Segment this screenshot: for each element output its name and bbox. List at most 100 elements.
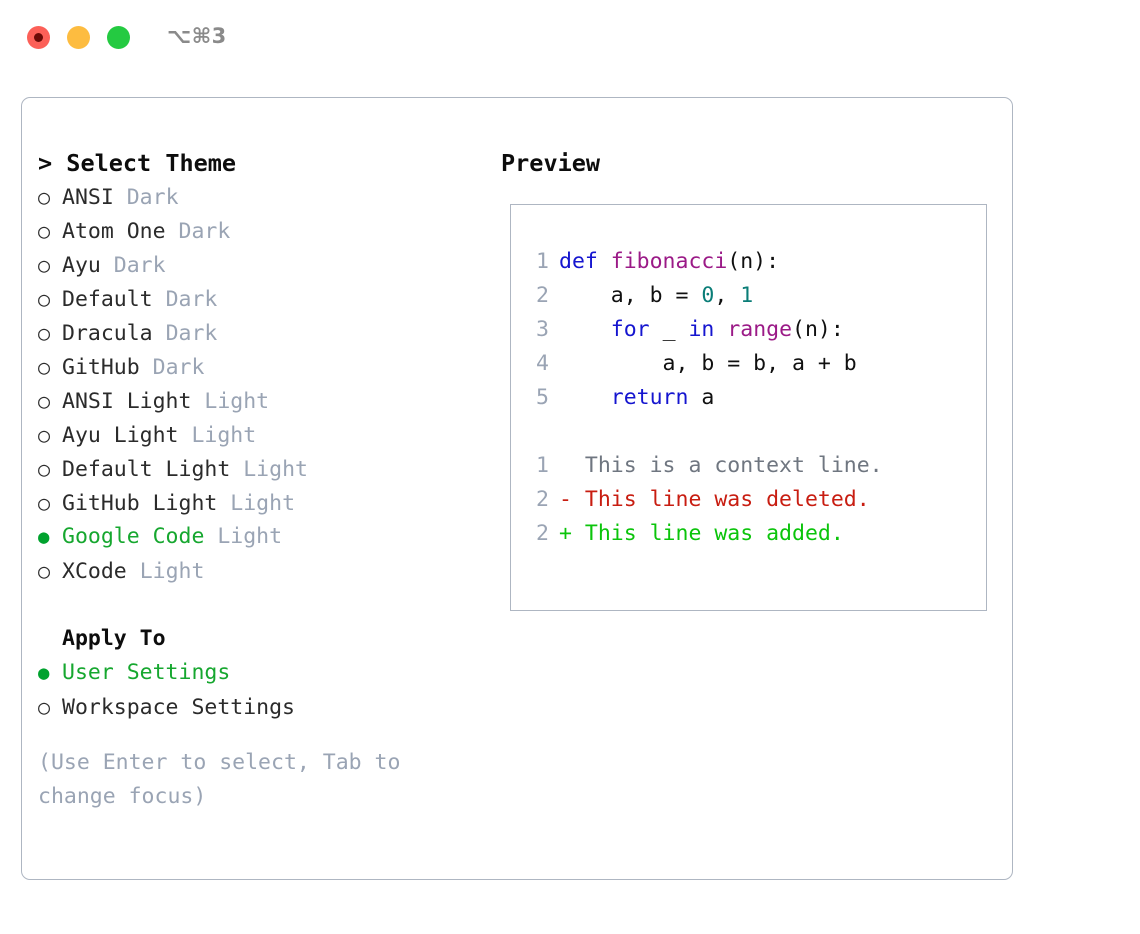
theme-option-kind-badge: Dark [178, 219, 231, 244]
code-token-kw: return [610, 385, 689, 410]
code-token-kw: def [559, 249, 611, 274]
radio-unselected-icon: ○ [38, 185, 51, 209]
code-token-plain: a, b = [559, 283, 702, 308]
theme-option-kind-badge: Dark [165, 287, 218, 312]
diff-line-add: 2+ This line was added. [523, 517, 982, 551]
diff-line-del: 2- This line was deleted. [523, 483, 982, 517]
code-token-plain: (n): [792, 317, 844, 342]
radio-unselected-icon: ○ [38, 389, 51, 413]
code-token-plain: a [688, 385, 715, 410]
code-token-fn: fibonacci [610, 249, 728, 274]
theme-option-name: XCode [62, 559, 127, 584]
theme-option-kind-badge: Light [204, 389, 270, 414]
code-token-kw: for [610, 317, 650, 342]
main-panel: > Select Theme ○ANSI Dark○Atom One Dark○… [21, 97, 1013, 880]
diff-line-number: 2 [536, 487, 549, 512]
code-line-number: 5 [536, 385, 549, 410]
theme-option-name: Google Code [62, 524, 205, 549]
apply-to-option-workspace-settings[interactable]: ○Workspace Settings [38, 690, 478, 724]
code-line: 3 for _ in range(n): [523, 313, 982, 347]
radio-unselected-icon: ○ [38, 457, 51, 481]
theme-option-kind-badge: Light [191, 423, 257, 448]
code-line-number: 4 [536, 351, 549, 376]
theme-option-kind-badge: Dark [152, 355, 205, 380]
theme-option-github-light[interactable]: ○ GitHub Light Light [38, 486, 478, 520]
code-line: 5 return a [523, 381, 982, 415]
theme-option-ayu-light[interactable]: ○ Ayu Light Light [38, 418, 478, 452]
theme-option-name: ANSI Light [62, 389, 192, 414]
theme-option-kind-badge: Dark [165, 321, 218, 346]
radio-unselected-icon: ○ [38, 253, 51, 277]
theme-option-name: Dracula [62, 321, 153, 346]
recording-indicator-icon [34, 33, 43, 42]
theme-option-default[interactable]: ○Default Dark [38, 282, 478, 316]
theme-option-kind-badge: Light [217, 524, 283, 549]
theme-option-default-light[interactable]: ○ Default Light Light [38, 452, 478, 486]
theme-picker-header: > Select Theme [38, 149, 237, 177]
code-token-fn: range [727, 317, 793, 342]
theme-option-kind-badge: Dark [113, 253, 166, 278]
diff-line-text: + This line was added. [559, 521, 844, 546]
radio-unselected-icon: ○ [38, 287, 51, 311]
theme-options-list: ○ANSI Dark○Atom One Dark○Ayu Dark○Defaul… [38, 180, 478, 588]
theme-option-google-code[interactable]: ● Google Code Light [38, 520, 478, 554]
theme-option-xcode[interactable]: ○ XCode Light [38, 554, 478, 588]
theme-option-ayu[interactable]: ○ Ayu Dark [38, 248, 478, 282]
code-token-num: 0 [701, 283, 715, 308]
radio-unselected-icon: ○ [38, 219, 51, 243]
theme-option-name: GitHub Light [62, 491, 218, 516]
radio-selected-icon: ● [38, 526, 50, 548]
theme-option-name: Default Light [62, 457, 231, 482]
code-token-plain [714, 317, 727, 342]
preview-header: Preview [501, 149, 601, 177]
theme-option-atom-one[interactable]: ○ Atom One Dark [38, 214, 478, 248]
code-line-number: 3 [536, 317, 549, 342]
code-token-plain: _ [649, 317, 689, 342]
theme-option-name: Atom One [62, 219, 166, 244]
theme-option-name: Ayu Light [62, 423, 179, 448]
radio-unselected-icon: ○ [38, 423, 51, 447]
theme-option-name: GitHub [62, 355, 140, 380]
theme-option-kind-badge: Light [243, 457, 308, 482]
theme-option-ansi[interactable]: ○ ANSI Dark [38, 180, 478, 214]
radio-unselected-icon: ○ [38, 321, 51, 345]
theme-option-ansi-light[interactable]: ○ ANSI Light Light [38, 384, 478, 418]
apply-to-option-user-settings[interactable]: ● User Settings [38, 656, 478, 690]
code-line: 4 a, b = b, a + b [523, 347, 982, 381]
code-line-number: 2 [536, 283, 549, 308]
diff-line-text: This is a context line. [559, 453, 883, 478]
theme-option-github[interactable]: ○GitHub Dark [38, 350, 478, 384]
diff-line-ctx: 1 This is a context line. [523, 449, 982, 483]
code-token-plain: , [714, 283, 741, 308]
title-bar: ⌥⌘3 [0, 0, 1140, 78]
apply-to-section: Apply To ●User Settings○Workspace Settin… [38, 622, 478, 724]
maximize-window-button[interactable] [107, 26, 130, 49]
apply-to-options-list: ● User Settings ○Workspace Settings [38, 656, 478, 724]
theme-option-dracula[interactable]: ○ Dracula Dark [38, 316, 478, 350]
code-token-plain [559, 385, 611, 410]
theme-option-kind-badge: Light [139, 559, 205, 584]
theme-option-name: ANSI [62, 185, 114, 210]
radio-unselected-icon: ○ [38, 559, 51, 583]
minimize-window-button[interactable] [67, 26, 90, 49]
code-token-num: 1 [740, 283, 754, 308]
theme-option-kind-badge: Dark [126, 185, 179, 210]
code-token-plain [559, 317, 611, 342]
code-token-kw: in [688, 317, 715, 342]
theme-option-kind-badge: Light [230, 491, 296, 516]
apply-to-option-name: User Settings [62, 660, 231, 685]
theme-picker: > Select Theme ○ANSI Dark○Atom One Dark○… [38, 146, 478, 724]
diff-sample-block: 1 This is a context line.2- This line wa… [523, 449, 982, 551]
diff-line-number: 1 [536, 453, 549, 478]
keyboard-shortcut-label: ⌥⌘3 [167, 24, 227, 48]
radio-selected-icon: ● [38, 662, 50, 684]
theme-option-name: Ayu [62, 253, 101, 278]
radio-unselected-icon: ○ [38, 491, 51, 515]
code-diff-separator [523, 415, 982, 449]
